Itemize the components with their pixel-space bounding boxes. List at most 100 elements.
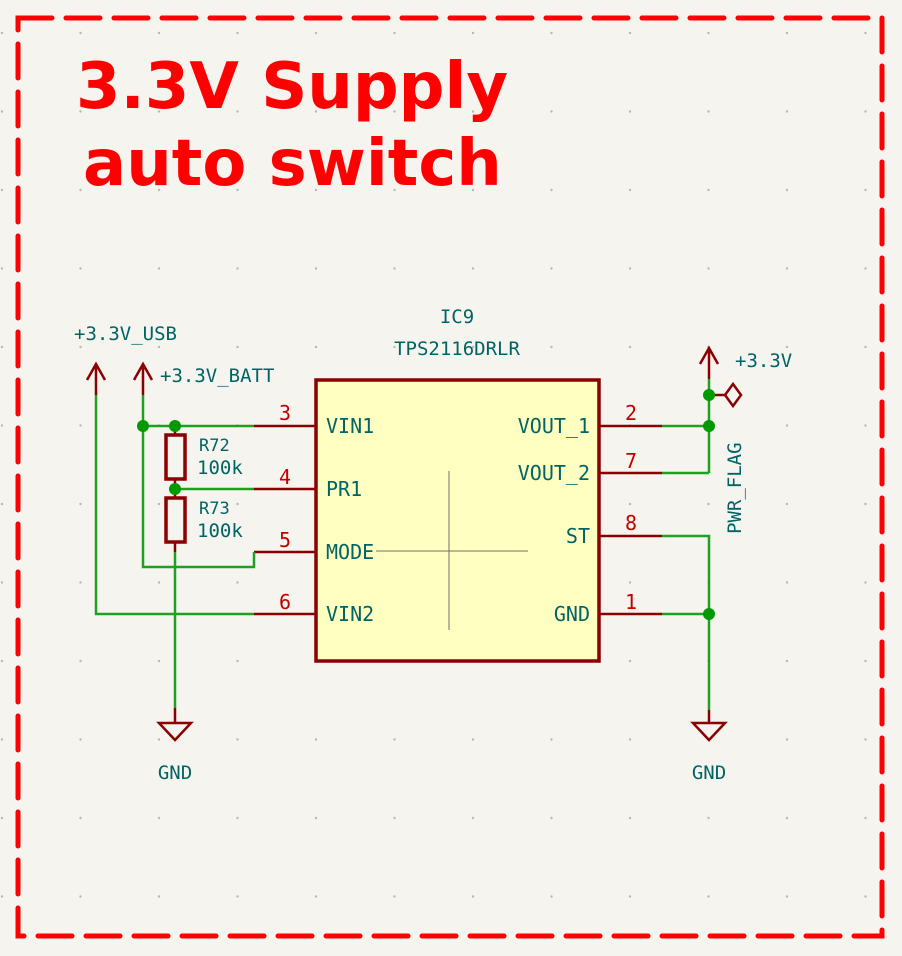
resistor-r73[interactable]: R73 100k xyxy=(164,489,243,552)
sheet-title-line2: auto switch xyxy=(83,127,502,201)
junctions xyxy=(137,389,715,620)
grid-dot xyxy=(864,267,867,270)
grid-dot xyxy=(864,110,867,113)
pin-number-6: 6 xyxy=(279,590,291,614)
r72-body[interactable] xyxy=(164,433,187,481)
power-3v3[interactable]: +3.3V xyxy=(698,345,792,379)
wire-batt-vin1[interactable] xyxy=(141,395,254,428)
r73-value: 100k xyxy=(197,520,243,542)
r72-reference: R72 xyxy=(199,436,230,456)
grid-dot xyxy=(393,345,396,349)
pin-number-2: 2 xyxy=(625,401,637,425)
grid-dot xyxy=(393,816,396,820)
grid-dot xyxy=(550,895,553,898)
wire-usb-vin2[interactable] xyxy=(94,395,254,616)
grid-dot xyxy=(550,345,553,349)
grid-dot xyxy=(0,188,4,192)
grid-dot xyxy=(157,502,161,506)
grid-dot xyxy=(157,581,161,584)
power-batt[interactable]: +3.3V_BATT xyxy=(132,361,274,395)
grid-dot xyxy=(157,738,161,741)
grid-dot xyxy=(707,188,710,192)
grid-dot xyxy=(393,110,396,113)
pin-number-4: 4 xyxy=(279,465,291,489)
resistor-r72[interactable]: R72 100k xyxy=(164,426,243,489)
grid-dot xyxy=(314,738,318,741)
grid-dot xyxy=(157,31,161,35)
grid-dot xyxy=(236,31,239,35)
grid-dot xyxy=(785,738,789,741)
grid-dot xyxy=(393,31,396,35)
grid-dot xyxy=(864,738,867,741)
grid-dot xyxy=(785,345,789,349)
grid-dot xyxy=(628,502,632,506)
grid-dot xyxy=(628,267,632,270)
grid-dot xyxy=(550,267,553,270)
pin-number-3: 3 xyxy=(279,401,291,425)
grid-dot xyxy=(393,738,396,741)
pwr-flag[interactable]: PWR_FLAG xyxy=(709,381,746,534)
grid-dot xyxy=(236,895,239,898)
power-arrow-icon xyxy=(85,361,107,395)
grid-dot xyxy=(550,816,553,820)
grid-dot xyxy=(79,738,82,741)
wire-batt-mode[interactable] xyxy=(141,426,256,569)
pin-name-gnd: GND xyxy=(554,602,590,626)
pin-name-vin1: VIN1 xyxy=(326,414,374,438)
gnd-left[interactable]: GND xyxy=(156,708,194,784)
pin-number-8: 8 xyxy=(625,511,637,535)
power-usb[interactable]: +3.3V_USB xyxy=(74,323,177,395)
grid-dot xyxy=(314,188,318,192)
gnd-right[interactable]: GND xyxy=(690,710,728,784)
grid-dot xyxy=(785,581,789,584)
ic-body[interactable] xyxy=(314,378,601,663)
junction-dot xyxy=(169,483,181,495)
ic-tps2116[interactable]: IC9 TPS2116DRLR 3 4 5 6 VIN1 PR1 MODE VI… xyxy=(254,306,662,663)
grid-dot xyxy=(0,502,4,506)
grid-dot xyxy=(471,31,475,35)
sheet-frame xyxy=(15,15,885,939)
grid-dot xyxy=(157,895,161,898)
grid-dot xyxy=(471,110,475,113)
grid-dot xyxy=(471,738,475,741)
junction-dot xyxy=(703,608,715,620)
grid-dot xyxy=(236,738,239,741)
grid-dot xyxy=(157,267,161,270)
grid-dot xyxy=(79,424,82,427)
grid-dot xyxy=(864,345,867,349)
sheet-title-line1: 3.3V Supply xyxy=(76,50,508,124)
grid-dot xyxy=(864,502,867,506)
grid-dot xyxy=(79,267,82,270)
grid-dot xyxy=(157,816,161,820)
ic-reference: IC9 xyxy=(440,306,474,328)
grid-dot xyxy=(236,110,239,113)
grid-dot xyxy=(471,895,475,898)
r73-body[interactable] xyxy=(164,496,187,544)
pin-name-vin2: VIN2 xyxy=(326,602,374,626)
grid-dot xyxy=(785,424,789,427)
pin-number-5: 5 xyxy=(279,528,291,552)
grid-dot xyxy=(785,895,789,898)
grid-dot xyxy=(628,659,632,663)
wire-st-gnd[interactable] xyxy=(662,534,711,710)
grid-dot xyxy=(785,267,789,270)
grid-dot xyxy=(864,581,867,584)
net-label-gnd-right: GND xyxy=(692,762,726,784)
net-label-gnd-left: GND xyxy=(158,762,192,784)
grid-dot xyxy=(550,188,553,192)
pin-name-mode: MODE xyxy=(326,540,374,564)
grid-dot xyxy=(393,188,396,192)
grid-dot xyxy=(314,345,318,349)
grid-dot xyxy=(550,31,553,35)
junction-dot xyxy=(703,420,715,432)
grid-dot xyxy=(79,31,82,35)
grid-dot xyxy=(79,188,82,192)
grid-dot xyxy=(0,659,4,663)
grid-dot xyxy=(0,345,4,349)
grid-dot xyxy=(628,31,632,35)
grid-dot xyxy=(864,31,867,35)
grid-dot xyxy=(707,502,710,506)
grid-dot xyxy=(785,110,789,113)
grid-dot xyxy=(0,738,4,741)
